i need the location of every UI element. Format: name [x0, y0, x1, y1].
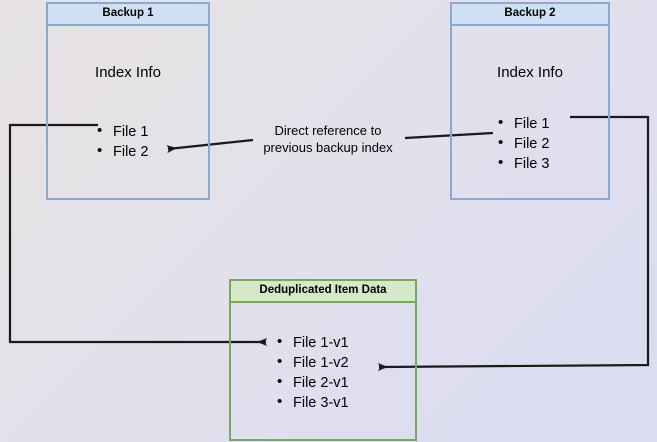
deduplicated-item-data-box[interactable]: Deduplicated Item Data File 1-v1 File 1-… — [229, 279, 417, 441]
backup-2-header: Backup 2 — [452, 4, 608, 26]
list-item: File 3-v1 — [275, 392, 349, 413]
list-item: File 3 — [496, 153, 549, 174]
deduplicated-file-list: File 1-v1 File 1-v2 File 2-v1 File 3-v1 — [275, 332, 349, 413]
deduplicated-item-data-header: Deduplicated Item Data — [231, 281, 415, 303]
backup-1-box[interactable]: Backup 1 Index Info File 1 File 2 — [46, 2, 210, 200]
list-item: File 1 — [95, 121, 148, 142]
backup-1-body: Index Info File 1 File 2 — [48, 26, 208, 198]
backup-1-header: Backup 1 — [48, 4, 208, 26]
direct-reference-label: Direct reference to previous backup inde… — [263, 123, 393, 155]
list-item: File 2-v1 — [275, 372, 349, 393]
backup-2-body: Index Info File 1 File 2 File 3 — [452, 26, 608, 198]
deduplicated-item-data-body: File 1-v1 File 1-v2 File 2-v1 File 3-v1 — [231, 303, 415, 439]
backup-2-file-list: File 1 File 2 File 3 — [496, 113, 549, 174]
list-item: File 1 — [496, 113, 549, 134]
backup-1-file-list: File 1 File 2 — [95, 121, 148, 162]
list-item: File 2 — [496, 133, 549, 154]
list-item: File 1-v1 — [275, 332, 349, 353]
list-item: File 1-v2 — [275, 352, 349, 373]
backup-1-index-title: Index Info — [95, 64, 161, 81]
list-item: File 2 — [95, 141, 148, 162]
backup-2-index-title: Index Info — [497, 64, 563, 81]
backup-2-box[interactable]: Backup 2 Index Info File 1 File 2 File 3 — [450, 2, 610, 200]
